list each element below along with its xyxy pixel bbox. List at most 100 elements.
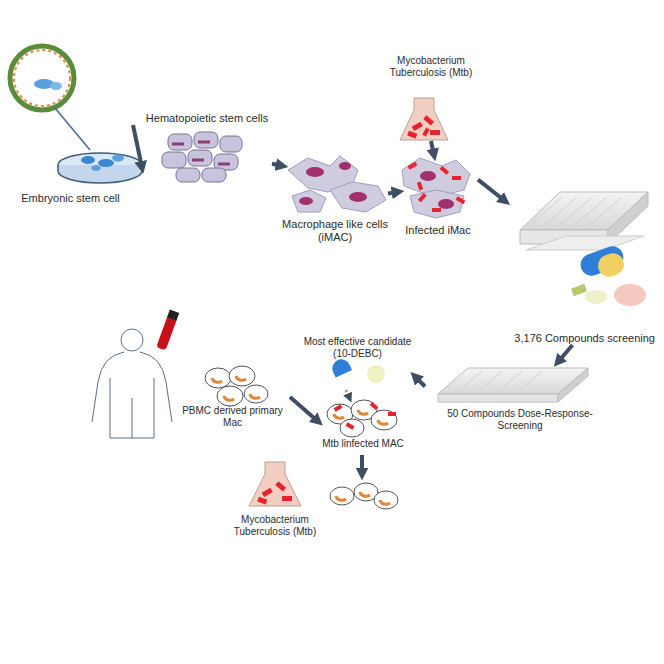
drawing-part — [229, 366, 255, 386]
drawing-part — [336, 492, 390, 504]
drawing-part — [167, 310, 179, 321]
stage-node: Mycobacterium Tuberculosis (Mtb) — [220, 452, 330, 538]
drawing-part — [202, 168, 226, 182]
drawing-part — [257, 481, 292, 504]
stage-caption: Mycobacterium Tuberculosis (Mtb) — [220, 514, 330, 538]
drawing-part — [10, 46, 74, 110]
drawing-part — [212, 376, 260, 400]
drawing-part — [172, 142, 230, 164]
drawing-part — [91, 165, 101, 171]
stage-node: PBMC derived primary Mac — [175, 365, 290, 429]
drawing-part — [367, 365, 385, 383]
stage-node: 3,176 Compounds screening — [505, 185, 655, 345]
drawing-part — [378, 420, 388, 424]
drawing-part — [408, 162, 466, 212]
drawing-part — [282, 496, 292, 501]
drawing-part — [306, 167, 324, 177]
drawing-part — [81, 156, 95, 164]
stage-node: Most effective candidate (10-DEBC) — [300, 336, 415, 390]
drawing-part — [388, 412, 396, 416]
drawing-part — [530, 197, 622, 225]
stage-caption: Hematopoietic stem cells — [142, 112, 272, 125]
flow-arrow — [346, 390, 350, 398]
drawing-part — [121, 329, 143, 351]
candidate-pills — [329, 356, 385, 383]
drawing-part — [188, 150, 212, 166]
drawing-part — [407, 115, 440, 138]
stage-caption: 50 Compounds Dose-Response- Screening — [425, 408, 615, 432]
drawing-part — [275, 481, 286, 491]
flow-arrow — [272, 164, 282, 166]
drawing-part — [262, 488, 273, 497]
drawing-part — [358, 410, 368, 414]
drawing-part — [50, 82, 62, 90]
drawing-part — [371, 410, 397, 430]
pbmc-macrophages — [205, 366, 268, 406]
drawing-part — [92, 352, 172, 438]
mtb-flask — [249, 462, 301, 506]
stage-caption: Embryonic stem cell — [8, 192, 133, 205]
drawing-part — [430, 130, 440, 135]
stage-node: Embryonic stem cell — [8, 45, 133, 205]
drawing-part — [418, 193, 427, 202]
drawing-part — [257, 497, 267, 505]
drawing-part — [244, 385, 268, 403]
flow-arrow — [478, 180, 505, 201]
drawing-part — [176, 168, 200, 182]
drawing-part — [112, 155, 124, 162]
stage-caption: Mtb linfected MAC — [318, 438, 408, 450]
flow-arrow — [558, 345, 573, 362]
flow-arrow — [431, 141, 434, 155]
stage-caption: 3,176 Compounds screening — [505, 332, 655, 345]
stage-node: Mtb linfected MAC — [318, 398, 408, 450]
drawing-part — [400, 98, 448, 140]
drawing-part — [346, 422, 355, 429]
drawing-part — [370, 402, 379, 410]
drawing-part — [339, 162, 351, 170]
drawing-part — [162, 152, 186, 168]
drawing-part — [422, 128, 429, 137]
drawing-part — [440, 166, 449, 175]
drawing-part — [220, 136, 242, 152]
drawing-part — [98, 159, 114, 167]
drawing-part — [205, 368, 231, 388]
drawing-part — [249, 462, 301, 506]
flow-arrow — [290, 397, 318, 421]
stage-node: Macrophage like cells (iMAC) — [282, 152, 388, 244]
drawing-part — [360, 455, 364, 474]
drawing-part — [585, 290, 607, 304]
drawing-part — [349, 192, 367, 202]
drawing-part — [417, 182, 423, 191]
drawing-part — [150, 440, 170, 441]
drawing-part — [14, 50, 70, 106]
drawing-part — [438, 199, 454, 209]
drawing-part — [452, 176, 461, 180]
blood-tube — [156, 310, 179, 351]
drawing-part — [558, 368, 588, 402]
drawing-part — [299, 197, 313, 205]
stage-caption: PBMC derived primary Mac — [175, 405, 290, 429]
stem-cell-colony — [10, 46, 90, 150]
infected-macrophages — [402, 158, 470, 218]
drawing-part — [374, 491, 398, 509]
drawing-part — [423, 115, 434, 125]
drawing-part — [330, 487, 354, 505]
drawing-part — [526, 236, 644, 250]
flow-arrow — [133, 125, 142, 168]
stage-caption: Most effective candidate (10-DEBC) — [300, 336, 415, 360]
drawing-part — [456, 196, 466, 204]
stage-node: Mycobacterium Tuberculosis (Mtb) — [385, 55, 477, 141]
stage-caption: Infected iMac — [398, 224, 478, 237]
drawing-part — [330, 182, 386, 212]
stage-caption: Mycobacterium Tuberculosis (Mtb) — [385, 55, 477, 79]
drawing-part — [329, 356, 352, 377]
drawing-part — [412, 122, 423, 131]
drawing-part — [334, 404, 343, 411]
macrophage-cells — [288, 156, 386, 212]
flow-arrow — [388, 192, 398, 194]
drawing-part — [460, 371, 542, 390]
screening-plates — [520, 192, 648, 250]
petri-dish — [58, 153, 142, 183]
mtb-flask — [400, 98, 448, 140]
drawing-part — [614, 284, 646, 306]
